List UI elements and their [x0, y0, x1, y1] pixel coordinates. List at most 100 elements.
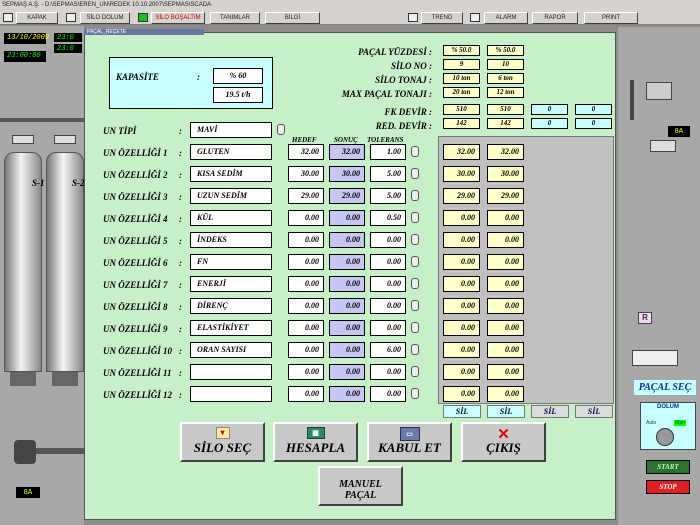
- row-3-hedef-field[interactable]: 29.00: [288, 188, 324, 204]
- stop-button[interactable]: STOP: [646, 480, 690, 494]
- row-7-sonuc-field: 0.00: [329, 276, 365, 292]
- row-6-colon: :: [179, 258, 182, 268]
- row-4-hedef-field[interactable]: 0.00: [288, 210, 324, 226]
- row-1-picker-icon[interactable]: [411, 146, 419, 157]
- row-6-tolerans-field[interactable]: 0.00: [370, 254, 406, 270]
- row-11-hedef-field[interactable]: 0.00: [288, 364, 324, 380]
- sil-button-4[interactable]: SİL: [575, 405, 613, 418]
- row-12-hedef-field[interactable]: 0.00: [288, 386, 324, 402]
- tanimlar-button[interactable]: TANIMLAR: [210, 12, 260, 24]
- row-2-label: UN ÖZELLİĞİ 2: [103, 170, 168, 180]
- row-4-name-field[interactable]: KÜL: [190, 210, 272, 226]
- row-11-name-field[interactable]: [190, 364, 272, 380]
- hesapla-label: HESAPLA: [285, 440, 346, 455]
- row-10-name-field[interactable]: ORAN SAYISI: [190, 342, 272, 358]
- row-5-tolerans-field[interactable]: 0.00: [370, 232, 406, 248]
- pacal-yuzdesi-2[interactable]: % 50.0: [487, 45, 524, 56]
- row-7-picker-icon[interactable]: [411, 278, 419, 289]
- bilgi-button[interactable]: BİLGİ: [265, 12, 320, 24]
- row-12-tolerans-field[interactable]: 0.00: [370, 386, 406, 402]
- row-12-picker-icon[interactable]: [411, 388, 419, 399]
- row-7-colon: :: [179, 280, 182, 290]
- tolerans-header: TOLERANS: [367, 136, 404, 144]
- row-2-picker-icon[interactable]: [411, 168, 419, 179]
- trend-button[interactable]: TREND: [421, 12, 463, 24]
- row-10-hedef-field[interactable]: 0.00: [288, 342, 324, 358]
- row-2-name-field[interactable]: KISA SEDİM: [190, 166, 272, 182]
- sil-button-2[interactable]: SİL: [487, 405, 525, 418]
- row-5-name-field[interactable]: İNDEKS: [190, 232, 272, 248]
- dialog-title: PAÇAL_REÇETE: [84, 29, 204, 35]
- max-pacal-1: 20 ton: [443, 87, 480, 98]
- row-9-name-field[interactable]: ELASTİKİYET: [190, 320, 272, 336]
- kapak-button[interactable]: KAPAK: [16, 12, 58, 24]
- row-3-silo2-value: 29.00: [487, 188, 524, 204]
- row-8-picker-icon[interactable]: [411, 300, 419, 311]
- row-7-silo2-value: 0.00: [487, 276, 524, 292]
- row-7-tolerans-field[interactable]: 0.00: [370, 276, 406, 292]
- print-button[interactable]: PRINT: [584, 12, 638, 24]
- row-8-silo2-value: 0.00: [487, 298, 524, 314]
- row-10-picker-icon[interactable]: [411, 344, 419, 355]
- row-10-tolerans-field[interactable]: 6.00: [370, 342, 406, 358]
- fk-devir-label: FK DEVİR :: [384, 107, 432, 117]
- silo-sec-button[interactable]: ▾ SİLO SEÇ: [180, 422, 265, 462]
- row-1-name-field[interactable]: GLUTEN: [190, 144, 272, 160]
- row-4-sonuc-field: 0.00: [329, 210, 365, 226]
- r-tag: R: [638, 312, 652, 324]
- row-8-tolerans-field[interactable]: 0.00: [370, 298, 406, 314]
- row-11-tolerans-field[interactable]: 0.00: [370, 364, 406, 380]
- row-8-name-field[interactable]: DİRENÇ: [190, 298, 272, 314]
- fk-devir-1: 510: [443, 104, 480, 115]
- silo-bosaltim-button[interactable]: SİLO BOŞALTIM: [151, 12, 205, 24]
- cikis-button[interactable]: ✕ ÇIKIŞ: [461, 422, 546, 462]
- time-display: 23:00:00: [4, 51, 46, 62]
- row-6-name-field[interactable]: FN: [190, 254, 272, 270]
- row-2-hedef-field[interactable]: 30.00: [288, 166, 324, 182]
- row-1-hedef-field[interactable]: 32.00: [288, 144, 324, 160]
- row-12-name-field[interactable]: [190, 386, 272, 402]
- truck-icon: [632, 350, 678, 366]
- row-4-tolerans-field[interactable]: 0.50: [370, 210, 406, 226]
- rapor-button[interactable]: RAPOR: [532, 12, 578, 24]
- row-6-picker-icon[interactable]: [411, 256, 419, 267]
- row-1-tolerans-field[interactable]: 1.00: [370, 144, 406, 160]
- row-3-picker-icon[interactable]: [411, 190, 419, 201]
- row-8-hedef-field[interactable]: 0.00: [288, 298, 324, 314]
- row-9-picker-icon[interactable]: [411, 322, 419, 333]
- start-button[interactable]: START: [646, 460, 690, 474]
- row-2-tolerans-field[interactable]: 5.00: [370, 166, 406, 182]
- row-2-silo2-value: 30.00: [487, 166, 524, 182]
- hesapla-button[interactable]: ▦ HESAPLA: [273, 422, 358, 462]
- pacal-sec-button[interactable]: PAÇAL SEÇ: [634, 380, 696, 395]
- silo-dolum-button[interactable]: SİLO DOLUM: [80, 12, 130, 24]
- row-7-name-field[interactable]: ENERJİ: [190, 276, 272, 292]
- row-5-picker-icon[interactable]: [411, 234, 419, 245]
- row-9-tolerans-field[interactable]: 0.00: [370, 320, 406, 336]
- row-5-label: UN ÖZELLİĞİ 5: [103, 236, 168, 246]
- row-7-hedef-field[interactable]: 0.00: [288, 276, 324, 292]
- sil-button-1[interactable]: SİL: [443, 405, 481, 418]
- un-tipi-field[interactable]: MAVİ: [190, 122, 272, 138]
- row-9-hedef-field[interactable]: 0.00: [288, 320, 324, 336]
- alarm-button[interactable]: ALARM: [484, 12, 528, 24]
- row-3-tolerans-field[interactable]: 5.00: [370, 188, 406, 204]
- kabul-et-button[interactable]: ▭ KABUL ET: [367, 422, 452, 462]
- silo-s2[interactable]: [46, 152, 84, 372]
- row-4-picker-icon[interactable]: [411, 212, 419, 223]
- red-devir-1: 142: [443, 118, 480, 129]
- silo-no-1: 9: [443, 59, 480, 70]
- kapasite-percent[interactable]: % 60: [213, 68, 263, 84]
- row-3-name-field[interactable]: UZUN SEDİM: [190, 188, 272, 204]
- row-6-label: UN ÖZELLİĞİ 6: [103, 258, 168, 268]
- calculator-icon: ▦: [306, 427, 325, 439]
- manuel-pacal-button[interactable]: MANUEL PAÇAL: [318, 466, 403, 506]
- silo-s1[interactable]: [4, 152, 42, 372]
- un-tipi-picker-icon[interactable]: [277, 124, 285, 135]
- row-11-picker-icon[interactable]: [411, 366, 419, 377]
- row-6-hedef-field[interactable]: 0.00: [288, 254, 324, 270]
- row-5-hedef-field[interactable]: 0.00: [288, 232, 324, 248]
- auto-man-knob[interactable]: [656, 428, 674, 446]
- sil-button-3[interactable]: SİL: [531, 405, 569, 418]
- pacal-yuzdesi-1[interactable]: % 50.0: [443, 45, 480, 56]
